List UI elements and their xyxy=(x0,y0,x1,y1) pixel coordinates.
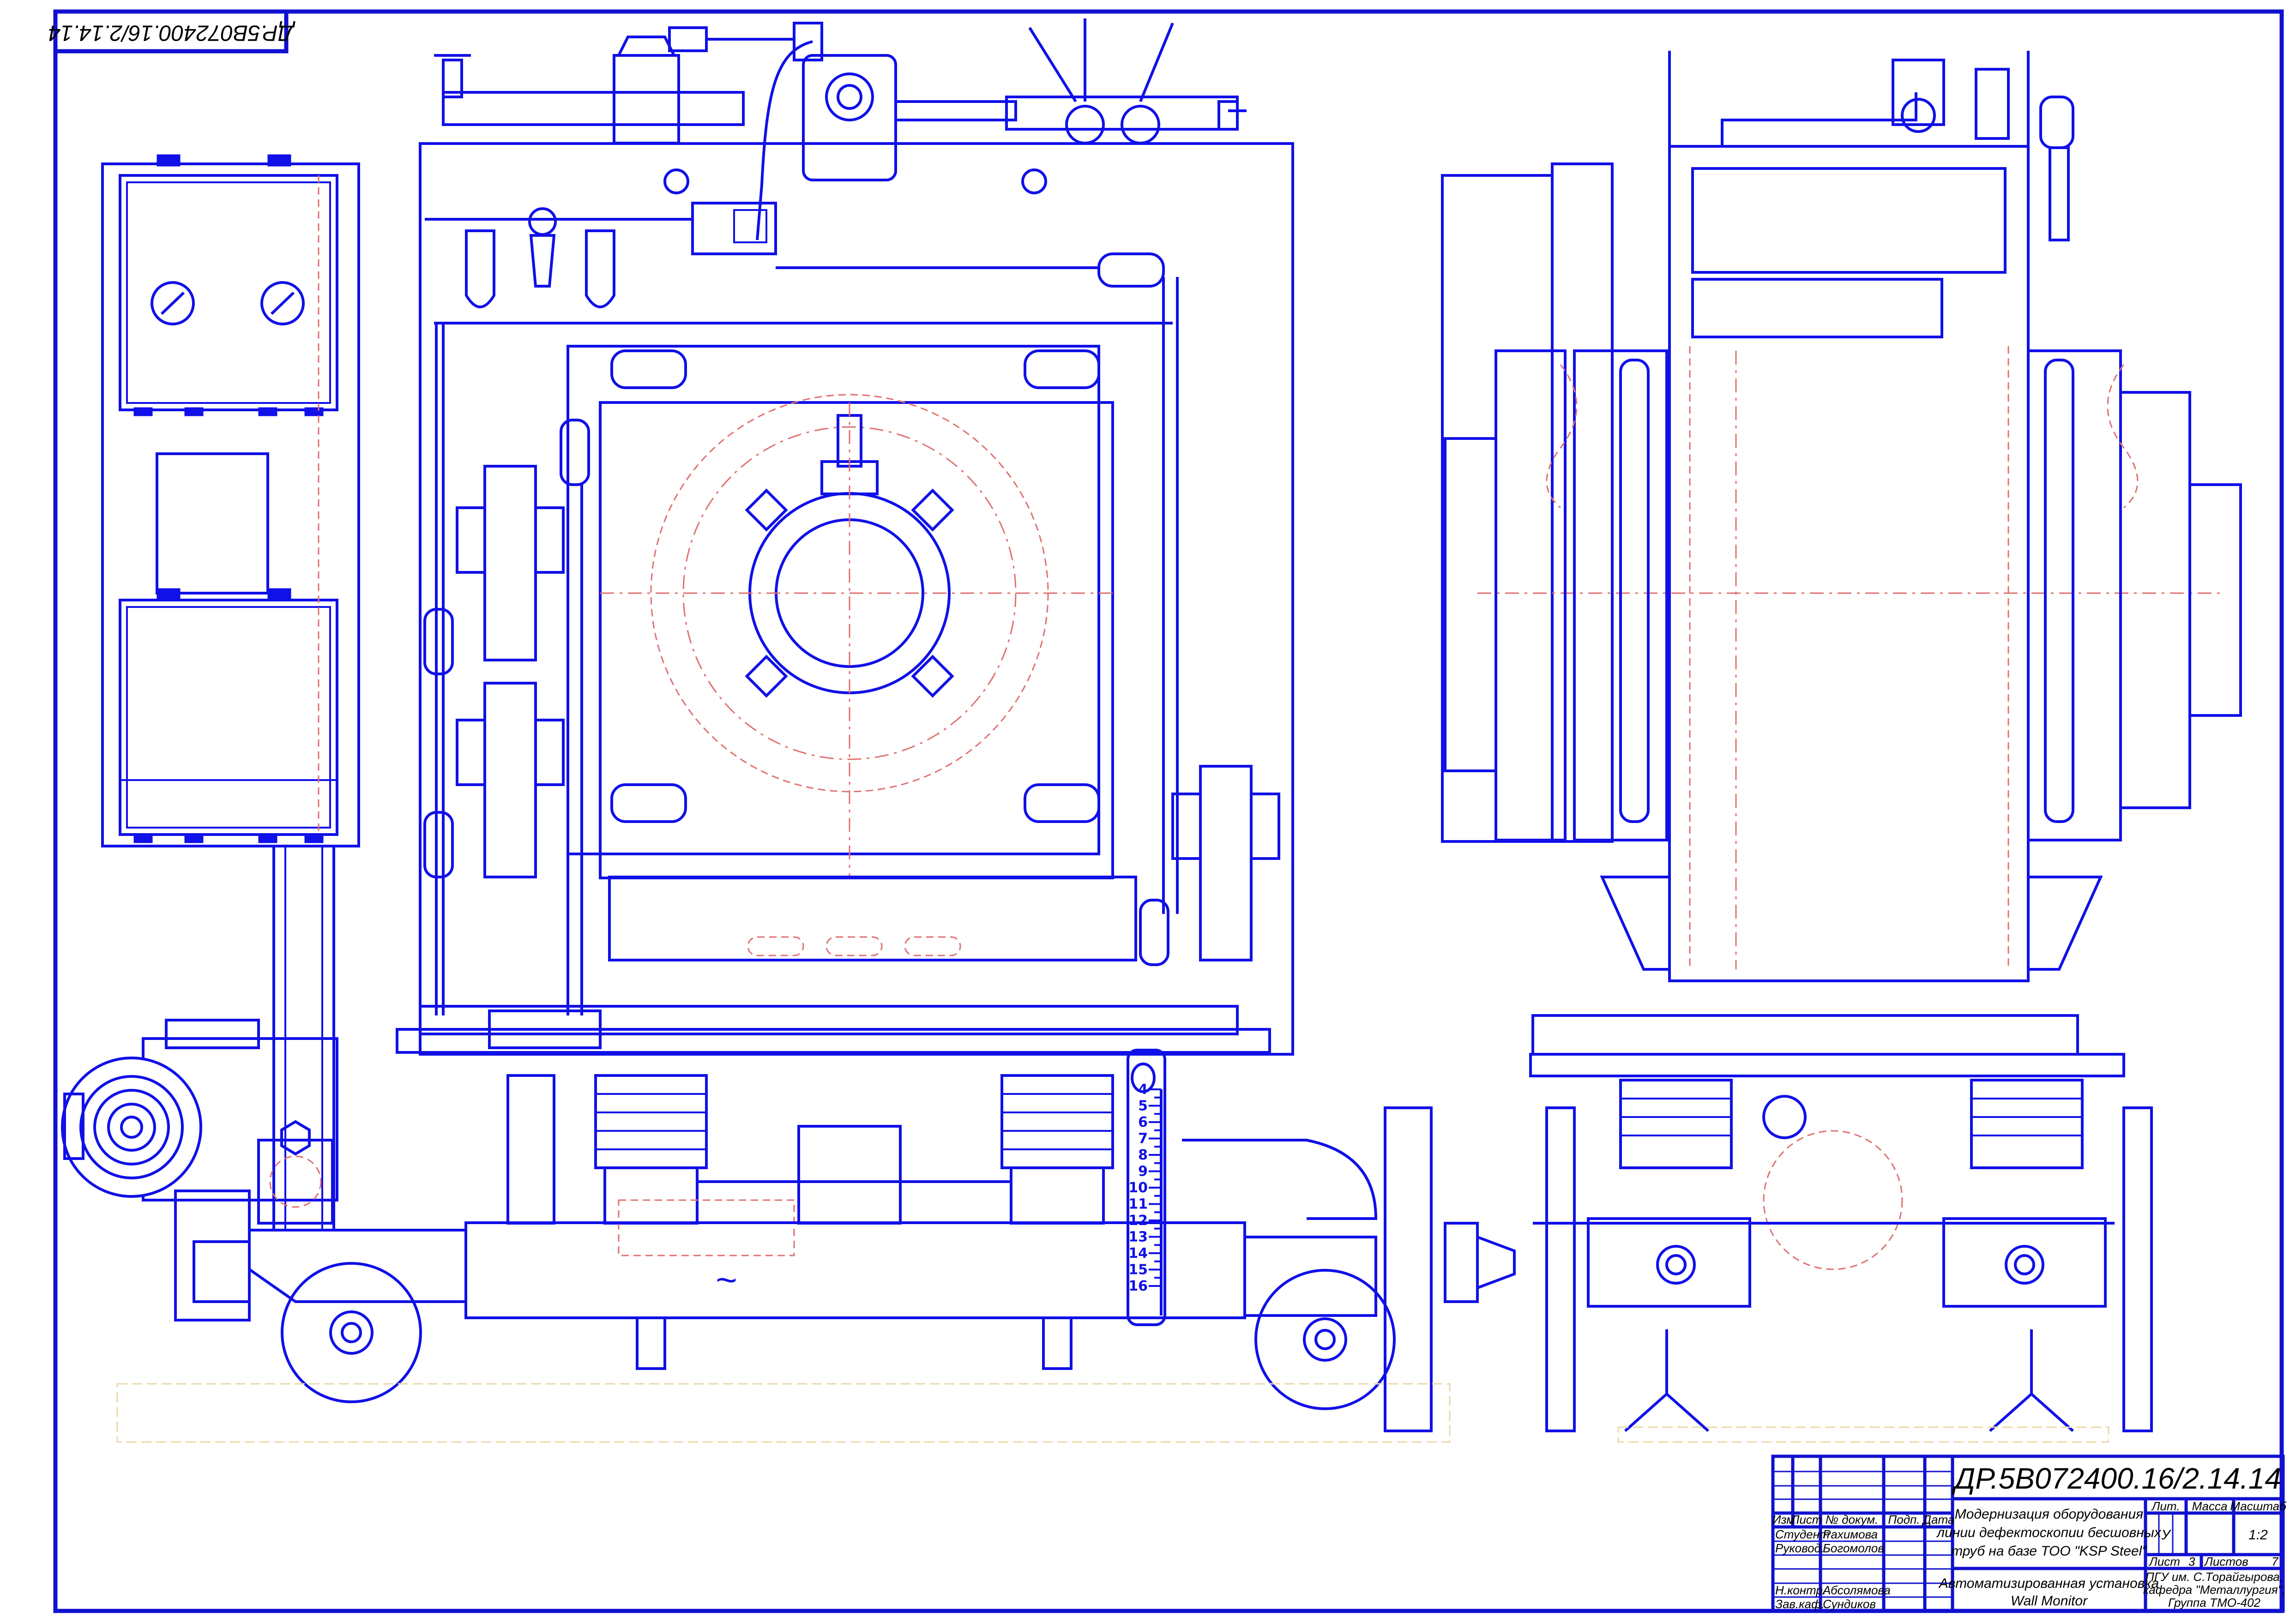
organization-line-1: ПГУ им. С.Торайгырова, xyxy=(2145,1570,2283,1584)
sheet-value: 3 xyxy=(2188,1555,2195,1568)
ac-symbol: ~ xyxy=(716,1259,737,1300)
ruler-tick-label: 12 xyxy=(1128,1213,1148,1229)
side-table xyxy=(1529,1053,2125,1077)
sensor-head-assembly xyxy=(566,345,1137,961)
control-knob-1 xyxy=(151,281,195,325)
project-title-line-2: линии дефектоскопии бесшовных xyxy=(1936,1525,2162,1540)
side-base-left xyxy=(1587,1217,1751,1308)
ground-outline-side xyxy=(1617,1426,2109,1443)
name-norm-control: Абсолямова xyxy=(1822,1583,1891,1597)
wheel-left xyxy=(281,1262,422,1403)
control-knob-2 xyxy=(260,281,305,325)
side-sensor-left xyxy=(1573,349,1668,841)
side-regulator xyxy=(1892,59,1945,126)
scale-label: Масштаб xyxy=(2230,1499,2287,1513)
mounting-plate xyxy=(599,401,1114,879)
lit-value: У xyxy=(2161,1527,2171,1543)
organization-line-2: кафедра "Металлургия", xyxy=(2143,1583,2285,1597)
header-sign: Подп. xyxy=(1888,1513,1920,1526)
air-hose xyxy=(756,40,813,240)
project-title-line-1: Модернизация оборудования xyxy=(1955,1507,2143,1522)
role-norm-control: Н.контр. xyxy=(1775,1583,1826,1597)
ruler-tick-label: 4 xyxy=(1138,1081,1148,1098)
header-izm: Изм xyxy=(1772,1513,1795,1526)
lower-valve-block xyxy=(488,1009,602,1049)
wheel-right xyxy=(1254,1269,1396,1410)
role-supervisor: Руковод. xyxy=(1775,1541,1824,1555)
side-panel-upper xyxy=(1691,167,2007,274)
pneumatic-piping-top xyxy=(434,18,1247,240)
lower-control-box xyxy=(119,599,338,836)
ruler-tick-label: 7 xyxy=(1138,1131,1148,1147)
control-cabinet xyxy=(101,154,360,847)
drawing-code: ДР.5B072400.16/2.14.14 xyxy=(1952,1462,2281,1495)
drawing-title-line-1: Автоматизированная установка xyxy=(1938,1576,2159,1591)
side-view xyxy=(1441,51,2242,1443)
guide-cylinder xyxy=(1384,1106,1433,1432)
name-supervisor: Богомолов xyxy=(1823,1541,1884,1555)
table-top xyxy=(419,1005,1239,1035)
header-list: Лист xyxy=(1790,1513,1822,1526)
ruler-tick-label: 16 xyxy=(1128,1278,1148,1294)
scale-value: 1:2 xyxy=(2248,1527,2268,1543)
bellows-right xyxy=(1000,1074,1114,1225)
sheets-value: 7 xyxy=(2272,1555,2279,1568)
side-base-right xyxy=(1942,1217,2107,1308)
sheets-label: Листов xyxy=(2204,1555,2248,1568)
ruler-tick-label: 5 xyxy=(1138,1098,1148,1114)
ruler-tick-label: 13 xyxy=(1128,1229,1148,1245)
role-head-dept: Зав.каф. xyxy=(1775,1597,1825,1611)
project-title-line-3: труб на базе ТОО "KSP Steel" xyxy=(1951,1544,2147,1559)
side-guide-left xyxy=(1545,1106,1576,1432)
rotated-stamp: ДР.5B072400.16/2.14.14 xyxy=(48,9,296,54)
ruler-tick-label: 11 xyxy=(1128,1196,1148,1213)
name-head-dept: Сундиков xyxy=(1823,1597,1876,1611)
main-housing xyxy=(419,142,1294,1056)
valve-manifold-left xyxy=(423,419,590,1015)
filter-regulator-unit xyxy=(425,202,1179,1015)
side-panel-lower xyxy=(1691,278,1943,338)
ground-outline-front xyxy=(116,1383,1451,1443)
lower-cover xyxy=(608,876,1137,961)
pressure-regulator xyxy=(613,54,680,144)
stamp-code: ДР.5B072400.16/2.14.14 xyxy=(48,20,296,45)
organization-line-3: Группа ТМО-402 xyxy=(2168,1596,2261,1610)
lit-label: Лит. xyxy=(2151,1499,2180,1513)
ruler-tick-label: 10 xyxy=(1128,1180,1148,1196)
upper-control-box xyxy=(119,174,338,411)
label-plate xyxy=(156,452,269,595)
header-doc-no: № докум. xyxy=(1826,1513,1879,1526)
drawing-title-line-2: Wall Monitor xyxy=(2011,1593,2088,1609)
mass-label: Масса xyxy=(2192,1499,2228,1513)
gearbox xyxy=(797,1125,902,1225)
sheet-label: Лист xyxy=(2148,1555,2180,1568)
name-student: Рахимова xyxy=(1823,1527,1878,1541)
drive-motor xyxy=(61,1019,338,1225)
side-guide-right xyxy=(2122,1106,2153,1432)
ruler-tick-label: 14 xyxy=(1128,1245,1148,1262)
sheet-frame xyxy=(53,9,2284,1613)
bellows-left xyxy=(594,1074,708,1225)
ruler-tick-label: 6 xyxy=(1138,1114,1148,1130)
title-block: ДР.5B072400.16/2.14.14 Изм Лист № докум.… xyxy=(1771,1454,2287,1613)
valve-manifold-right xyxy=(1139,765,1280,966)
header-date: Дата xyxy=(1922,1513,1955,1526)
role-student: Студент xyxy=(1775,1527,1830,1541)
ruler-tick-label: 8 xyxy=(1138,1147,1148,1163)
ruler-tick-label: 15 xyxy=(1128,1262,1148,1278)
ruler-tick-label: 9 xyxy=(1138,1164,1148,1180)
solenoid-valve xyxy=(691,202,777,255)
